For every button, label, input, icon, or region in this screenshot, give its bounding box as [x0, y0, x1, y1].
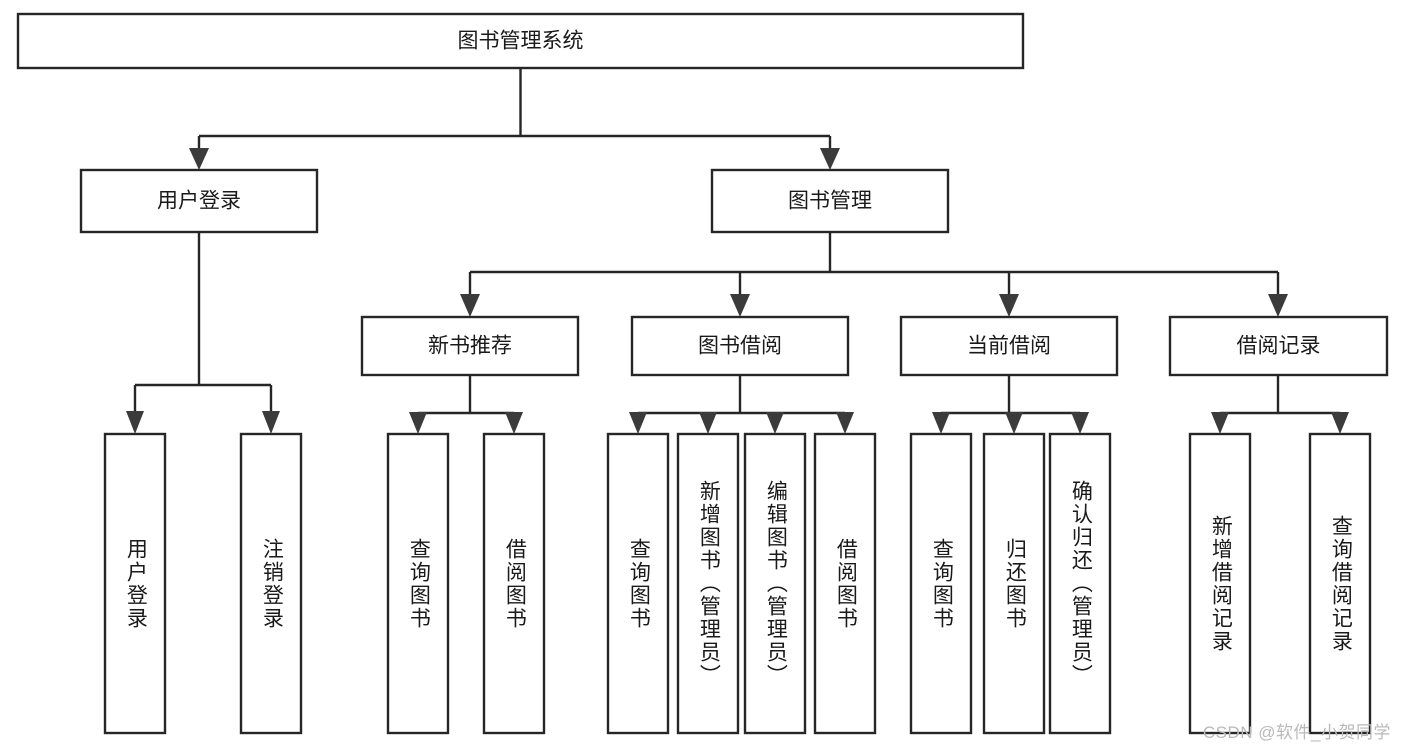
arrowhead-book-mgmt: [820, 148, 840, 170]
node-new-book-recommend-label: 新书推荐: [428, 335, 512, 358]
node-current-borrow[interactable]: 当前借阅: [899, 315, 1119, 377]
leaf-box-query-book-1[interactable]: [386, 432, 450, 735]
arrowhead-leaf-edit-book: [766, 412, 784, 434]
leaf-box-query-book-3[interactable]: [909, 432, 973, 735]
node-root-system[interactable]: 图书管理系统: [16, 12, 1025, 70]
arrowhead-current: [999, 294, 1019, 317]
leaf-box-add-book-admin[interactable]: [676, 432, 740, 735]
leaf-box-group: [103, 432, 1372, 735]
arrowhead-leaf-user-login: [126, 411, 144, 434]
arrowhead-leaf-add-record: [1211, 412, 1229, 434]
connector-group: [126, 68, 1349, 434]
node-root-box[interactable]: [16, 12, 1025, 70]
arrowhead-user-login: [189, 148, 209, 170]
leaf-box-borrow-book-1[interactable]: [482, 432, 546, 735]
node-book-management[interactable]: 图书管理: [710, 168, 950, 234]
node-user-login-label: 用户登录: [157, 190, 241, 213]
node-new-book-recommend-box[interactable]: [360, 315, 580, 377]
csdn-watermark: CSDN @软件_小贺同学: [1202, 723, 1391, 742]
node-book-management-box[interactable]: [710, 168, 950, 234]
leaf-box-query-borrow-record[interactable]: [1308, 432, 1372, 735]
leaf-box-confirm-return-admin[interactable]: [1048, 432, 1112, 735]
leaf-box-add-borrow-record[interactable]: [1188, 432, 1252, 735]
node-current-borrow-label: 当前借阅: [967, 335, 1051, 358]
node-user-login-box[interactable]: [79, 168, 319, 234]
arrowhead-leaf-query-book-1: [409, 412, 427, 434]
arrowhead-newbook: [460, 294, 480, 317]
leaf-box-edit-book-admin[interactable]: [743, 432, 807, 735]
node-book-management-label: 图书管理: [788, 190, 872, 213]
arrowhead-record: [1268, 294, 1288, 317]
arrowhead-leaf-return-book: [1005, 412, 1023, 434]
node-user-login[interactable]: 用户登录: [79, 168, 319, 234]
leaf-box-logout[interactable]: [239, 432, 303, 735]
arrowhead-leaf-query-book-2: [629, 412, 647, 434]
node-borrow-record[interactable]: 借阅记录: [1168, 315, 1389, 377]
node-current-borrow-box[interactable]: [899, 315, 1119, 377]
node-book-borrow-box[interactable]: [630, 315, 850, 377]
node-book-borrow[interactable]: 图书借阅: [630, 315, 850, 377]
arrowhead-leaf-confirm-return: [1071, 412, 1089, 434]
node-root-label: 图书管理系统: [458, 30, 584, 53]
arrowhead-leaf-query-book-3: [932, 412, 950, 434]
arrowhead-leaf-borrow-book-1: [505, 412, 523, 434]
arrowhead-leaf-logout: [262, 411, 280, 434]
node-borrow-record-box[interactable]: [1168, 315, 1389, 377]
arrowhead-borrow: [730, 294, 750, 317]
arrowhead-leaf-add-book: [699, 412, 717, 434]
node-new-book-recommend[interactable]: 新书推荐: [360, 315, 580, 377]
node-book-borrow-label: 图书借阅: [698, 335, 782, 358]
leaf-box-query-book-2[interactable]: [606, 432, 670, 735]
node-borrow-record-label: 借阅记录: [1237, 335, 1321, 358]
leaf-box-return-book[interactable]: [982, 432, 1046, 735]
leaf-box-borrow-book-2[interactable]: [813, 432, 877, 735]
arrowhead-leaf-query-record: [1331, 412, 1349, 434]
leaf-box-user-login[interactable]: [103, 432, 167, 735]
arrowhead-leaf-borrow-book-2: [836, 412, 854, 434]
